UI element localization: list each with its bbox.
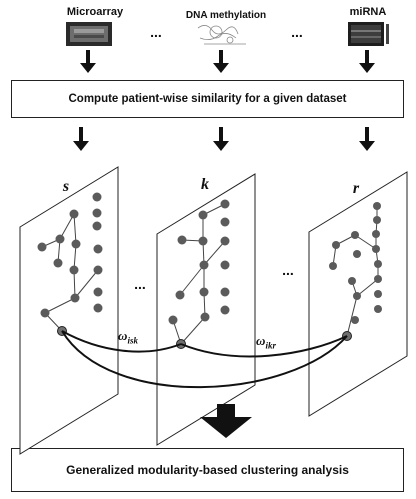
clustering-step-box: Generalized modularity-based clustering … (11, 448, 404, 492)
network-nodes-k (168, 199, 230, 349)
layer-title-k: k (201, 176, 209, 193)
layer-title-s: s (62, 178, 70, 195)
source-label-mirna: miRNA (349, 6, 387, 18)
network-layer-s (19, 166, 119, 455)
similarity-step-box: Compute patient-wise similarity for a gi… (11, 80, 404, 118)
layer-title-r: r (352, 180, 360, 197)
source-label-dna-methylation: DNA methylation (185, 10, 267, 21)
methylation-plot-icon (197, 25, 246, 45)
interlayer-edge-isr (61, 330, 348, 389)
arrow-mirna-down (359, 50, 375, 73)
source-label-microarray: Microarray (66, 6, 124, 18)
microarray-heatmap-icon (66, 22, 112, 46)
arrow-microarray-down (80, 50, 96, 73)
layer-ellipsis-right: ... (282, 262, 294, 278)
mirna-heatmap-icon (348, 22, 389, 46)
arrow-to-layer-s (73, 127, 89, 151)
weight-label-ikr: ωikr (256, 333, 276, 351)
layer-ellipsis-left: ... (134, 276, 146, 292)
network-nodes-r (329, 202, 382, 341)
source-ellipsis-left: ... (150, 24, 162, 40)
source-ellipsis-right: ... (291, 24, 303, 40)
clustering-step-text: Generalized modularity-based clustering … (66, 463, 349, 477)
interlayer-edge-ikr (180, 335, 348, 358)
arrow-methylation-down (213, 50, 229, 73)
network-nodes-s (37, 192, 103, 336)
interlayer-edge-isk (61, 330, 182, 353)
arrow-to-clustering (200, 404, 252, 438)
arrow-to-layer-r (359, 127, 375, 151)
similarity-step-text: Compute patient-wise similarity for a gi… (68, 93, 347, 105)
weight-label-isk: ωisk (118, 328, 138, 346)
arrow-to-layer-k (213, 127, 229, 151)
